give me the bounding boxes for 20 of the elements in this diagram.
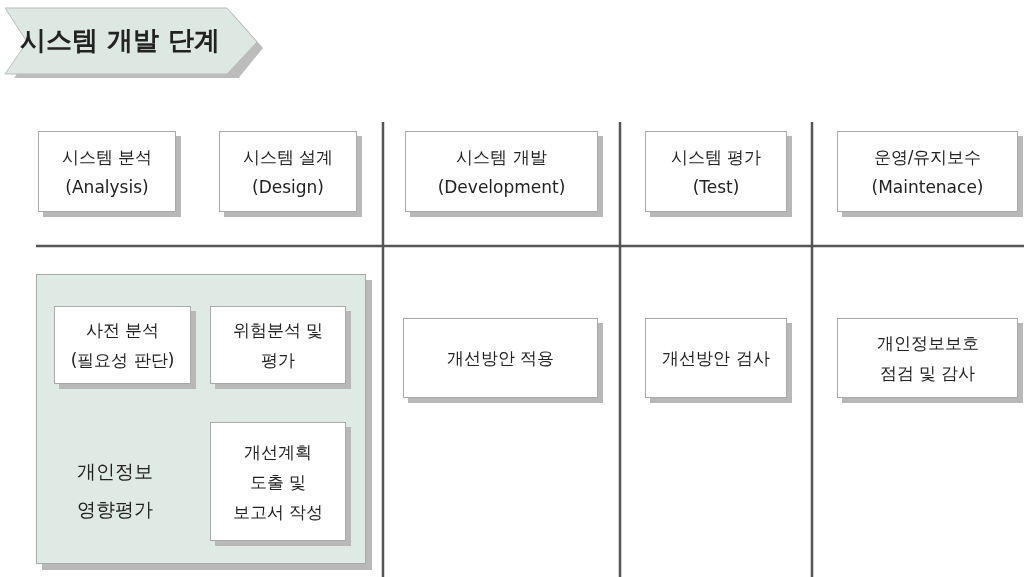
stage-name: 개선방안 검사 xyxy=(662,347,770,370)
stage-name: 개선계획 도출 및 보고서 작성 xyxy=(231,440,325,524)
stage-name: 시스템 개발 xyxy=(456,145,547,169)
stage-subtitle: (Analysis) xyxy=(65,175,149,199)
stage-name: 개선방안 적용 xyxy=(446,347,555,370)
stage-name: 시스템 분석 xyxy=(61,145,153,169)
stage-name: 시스템 평가 xyxy=(670,145,762,169)
stage-name: 개인정보보호 점검 및 감사 xyxy=(875,332,980,385)
title-banner xyxy=(5,6,265,78)
stage-name: 시스템 설계 xyxy=(242,145,334,169)
stage-subtitle: (Maintenace) xyxy=(871,175,984,199)
stage-name: 운영/유지보수 xyxy=(873,145,982,169)
stage-name: 위험분석 및 평가 xyxy=(231,319,325,372)
stage-subtitle: (Test) xyxy=(692,175,740,199)
stage-subtitle: (Design) xyxy=(252,175,324,199)
stage-subtitle: (Development) xyxy=(437,175,566,199)
panel-heading: 개인정보 영향평가 xyxy=(75,459,154,522)
banner-label: 시스템 개발 단계 xyxy=(19,23,221,57)
stage-subtitle: (필요성 판단) xyxy=(70,349,175,372)
stage-name: 사전 분석 xyxy=(85,319,160,342)
